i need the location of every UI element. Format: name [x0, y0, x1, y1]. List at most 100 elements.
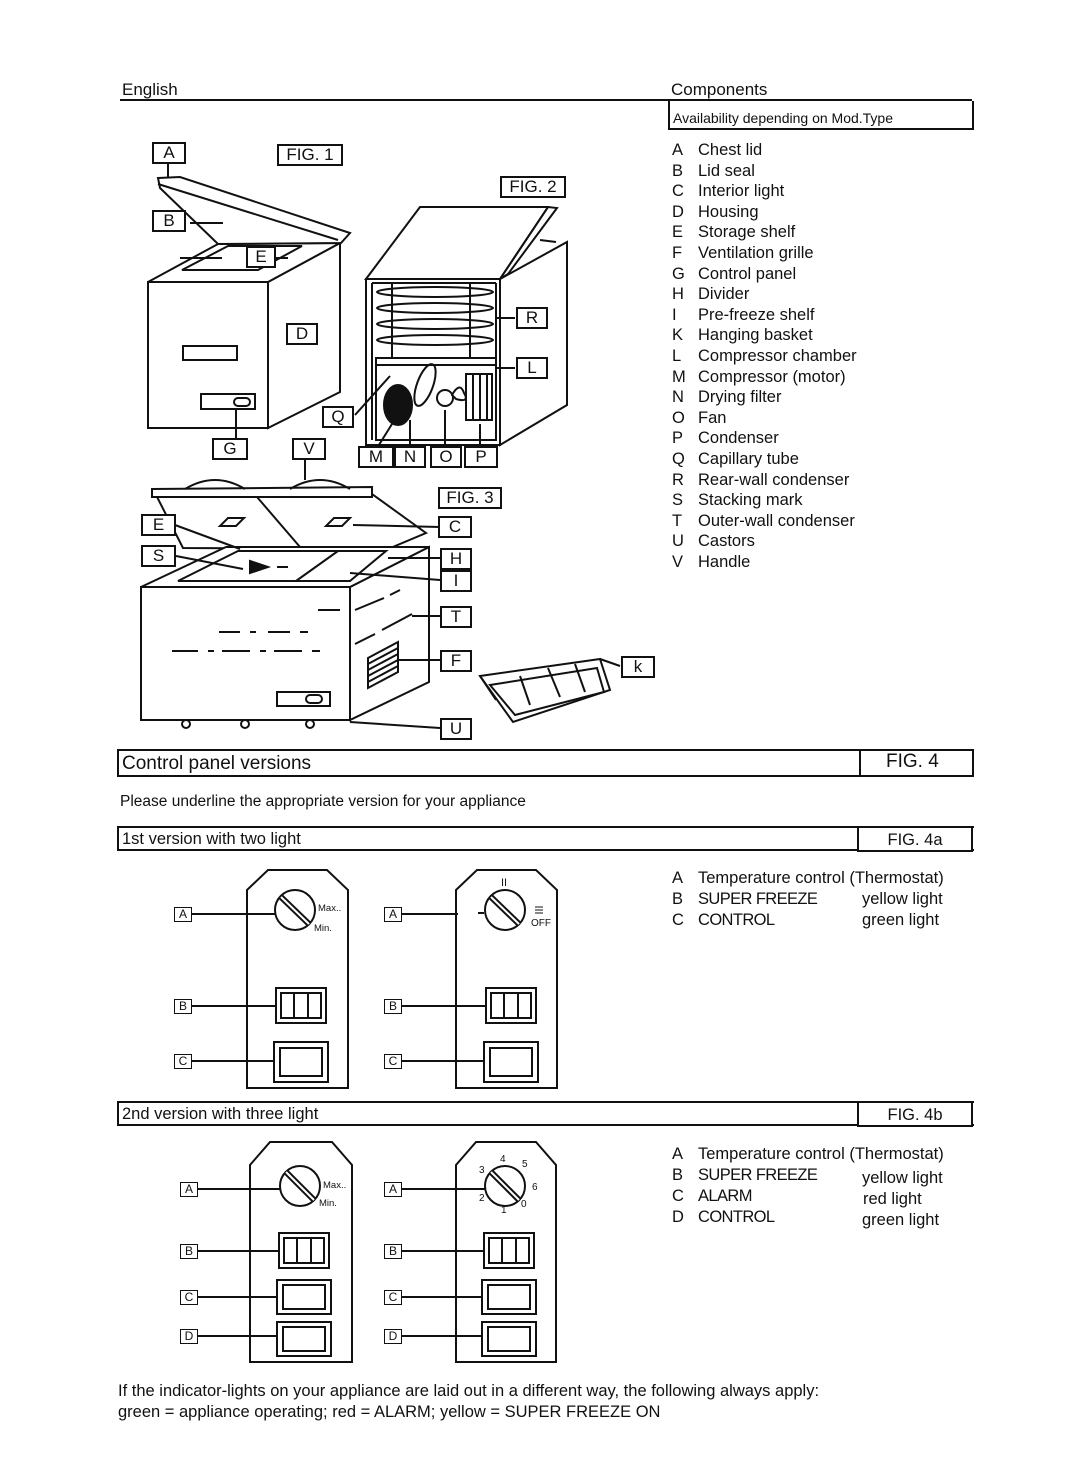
panel-1b — [400, 869, 558, 1089]
fig4-label-box: FIG. 4 — [859, 749, 976, 777]
callout-A: A — [152, 142, 186, 164]
panel-1a — [190, 869, 349, 1089]
fig1-label: FIG. 1 — [277, 144, 343, 166]
callout-R: R — [516, 307, 548, 329]
panel-label-A: A — [174, 907, 192, 922]
callout-O: O — [430, 446, 462, 468]
panel-2a — [196, 1141, 353, 1363]
dial-min-label: Min. — [319, 1198, 337, 1209]
dial-num-5: 5 — [522, 1159, 528, 1170]
callout-B: B — [152, 210, 186, 232]
header-rule — [120, 99, 972, 101]
callout-N: N — [394, 446, 426, 468]
availability-note: Availability depending on Mod.Type — [673, 110, 894, 126]
hanging-basket-drawing — [478, 657, 621, 724]
callout-F: F — [440, 650, 472, 672]
dial-num-2: 2 — [479, 1193, 485, 1204]
dial-num-4: 4 — [500, 1154, 506, 1165]
instruction-text: Please underline the appropriate version… — [120, 793, 526, 810]
version1-title: 1st version with two light — [122, 830, 301, 848]
panel-label-A: A — [384, 907, 402, 922]
fig2-label: FIG. 2 — [500, 176, 566, 198]
fig3-label: FIG. 3 — [438, 487, 502, 509]
panel-label-B: B — [180, 1244, 198, 1259]
callout-I: I — [440, 570, 472, 592]
panel-label-C: C — [180, 1290, 198, 1305]
dial-num-6: 6 — [532, 1182, 538, 1193]
callout-P: P — [464, 446, 498, 468]
panel-label-A: A — [384, 1182, 402, 1197]
callout-C: C — [438, 516, 472, 538]
dial-two-label: II — [501, 877, 508, 889]
footer-line2: green = appliance operating; red = ALARM… — [118, 1403, 661, 1421]
language-label: English — [122, 80, 178, 99]
panel-label-D: D — [180, 1329, 198, 1344]
fig4-label: FIG. 4 — [886, 751, 939, 772]
callout-E2: E — [141, 514, 176, 536]
dial-min-label: Min. — [314, 923, 332, 934]
control-panel-title: Control panel versions — [122, 753, 312, 774]
panel-label-B: B — [174, 999, 192, 1014]
fig1-freezer-drawing — [147, 162, 352, 440]
callout-Q: Q — [322, 406, 354, 428]
dial-off-label: OFF — [531, 918, 551, 929]
version1-bar: 1st version with two light — [117, 826, 974, 851]
callout-L: L — [516, 357, 548, 379]
version2-bar: 2nd version with three light — [117, 1101, 974, 1126]
dial-num-1: 1 — [501, 1205, 507, 1216]
callout-M: M — [358, 446, 394, 468]
panel-label-B: B — [384, 999, 402, 1014]
callout-V: V — [292, 438, 326, 460]
callout-E: E — [246, 246, 276, 268]
callout-T: T — [440, 606, 472, 628]
callout-S: S — [141, 545, 176, 567]
panel-label-D: D — [384, 1329, 402, 1344]
footer-line1: If the indicator-lights on your applianc… — [118, 1382, 820, 1400]
panel-label-A: A — [180, 1182, 198, 1197]
panel-label-C: C — [174, 1054, 192, 1069]
panel-label-B: B — [384, 1244, 402, 1259]
fig4a-label: FIG. 4a — [857, 826, 973, 852]
dial-max-label: Max.. — [323, 1180, 347, 1191]
panel-label-C: C — [384, 1054, 402, 1069]
dial-num-3: 3 — [479, 1165, 485, 1176]
dial-max-label: Max.. — [318, 903, 342, 914]
version2-title: 2nd version with three light — [122, 1105, 319, 1123]
panel-2b — [400, 1141, 557, 1363]
callout-D: D — [286, 323, 318, 345]
dial-num-0: 0 — [521, 1199, 527, 1210]
components-title: Components — [671, 80, 768, 99]
callout-G: G — [212, 438, 248, 460]
control-panel-header: Control panel versions FIG. 4 — [117, 749, 974, 777]
fig2-freezer-drawing — [354, 205, 568, 449]
fig3-freezer-drawing — [140, 458, 441, 729]
callout-k: k — [621, 656, 655, 678]
panel-label-C: C — [384, 1290, 402, 1305]
version2-panels — [196, 1141, 557, 1363]
